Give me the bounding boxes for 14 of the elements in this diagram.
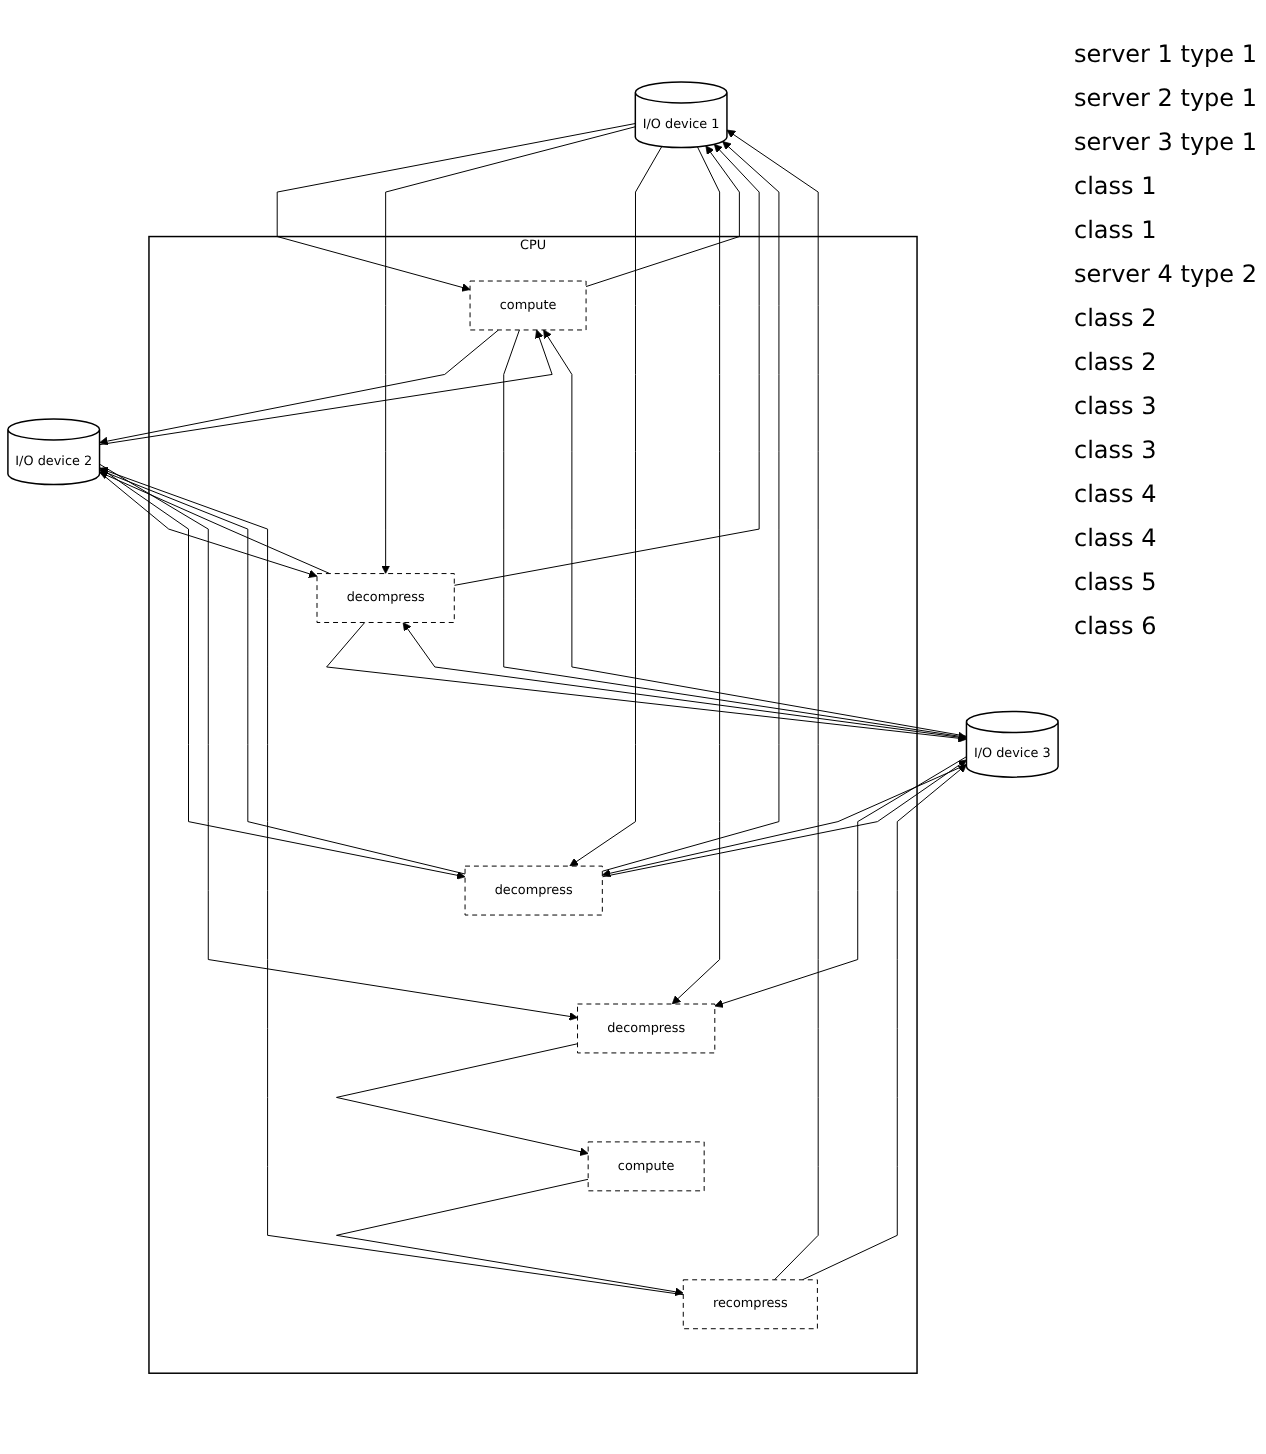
note-label: class 2 [1074,348,1159,376]
note-label: class 4 [1074,524,1159,552]
note-label: class 1 [1074,172,1159,200]
note-label: class 3 [1074,436,1159,464]
note-label: class 1 [1074,216,1159,244]
note-label: server 4 type 2 [1074,260,1258,288]
note-label: class 4 [1074,480,1159,508]
note-label: server 1 type 1 [1074,40,1258,68]
note-label: class 3 [1074,392,1159,420]
note-label: class 5 [1074,568,1159,596]
note-label: class 2 [1074,304,1159,332]
note-label: server 3 type 1 [1074,128,1258,156]
note-label: server 2 type 1 [1074,84,1258,112]
note-label: class 6 [1074,612,1159,640]
